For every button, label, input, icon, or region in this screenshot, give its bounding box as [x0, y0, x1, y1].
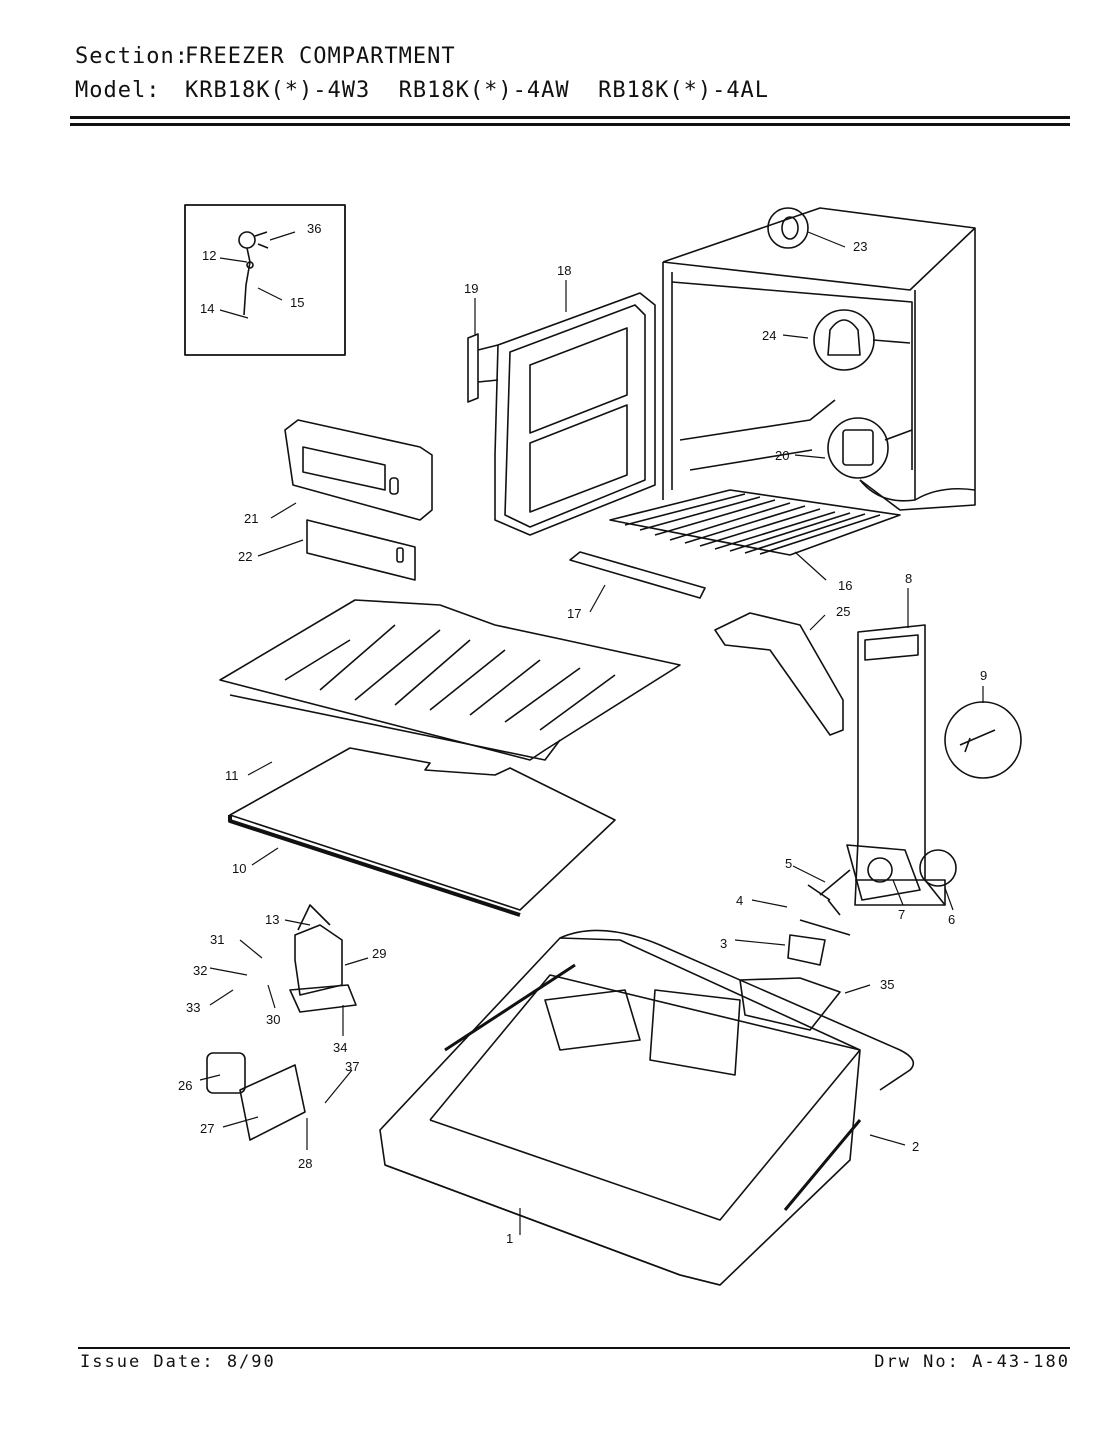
section-label: Section: [75, 44, 189, 69]
callout-9: 9 [980, 668, 987, 683]
fan-assembly [787, 844, 957, 966]
callout-30: 30 [266, 1012, 280, 1027]
callout-13: 13 [265, 912, 279, 927]
callout-8: 8 [905, 571, 912, 586]
freezer-cabinet [662, 207, 976, 511]
callout-34: 34 [333, 1040, 347, 1055]
callout-27: 27 [200, 1121, 214, 1136]
model-line: Model: KRB18K(*)-4W3 RB18K(*)-4AW RB18K(*… [75, 74, 769, 108]
callout-23: 23 [853, 239, 867, 254]
panel-lens [306, 519, 416, 581]
callout-29: 29 [372, 946, 386, 961]
callout-1: 1 [506, 1231, 513, 1246]
shelf-front-rail [569, 551, 706, 599]
callout-11: 11 [225, 768, 239, 783]
callout-31: 31 [210, 932, 224, 947]
model-numbers: KRB18K(*)-4W3 RB18K(*)-4AW RB18K(*)-4AL [185, 78, 770, 103]
callout-35: 35 [880, 977, 894, 992]
callout-22: 22 [238, 549, 252, 564]
section-title: FREEZER COMPARTMENT [185, 44, 456, 69]
section-line: Section:FREEZER COMPARTMENT [75, 40, 769, 74]
callout-18: 18 [557, 263, 571, 278]
leader-lines [199, 231, 984, 1235]
callout-21: 21 [244, 511, 258, 526]
callout-15: 15 [290, 295, 304, 310]
footer: Issue Date: 8/90 Drw No: A-43-180 [80, 1352, 1070, 1372]
callout-37: 37 [345, 1059, 359, 1074]
callout-26: 26 [178, 1078, 192, 1093]
screw-detail [944, 701, 1022, 779]
callout-17: 17 [567, 606, 581, 621]
callout-36: 36 [307, 221, 321, 236]
callout-labels: 36 12 15 14 19 18 23 24 20 21 22 16 17 2… [178, 221, 987, 1246]
callout-5: 5 [785, 856, 792, 871]
callout-7: 7 [898, 907, 905, 922]
control-panel [284, 419, 433, 521]
light-bulb-detail [813, 309, 911, 371]
defrost-timer [206, 1052, 306, 1141]
freezer-base [379, 929, 915, 1286]
callout-33: 33 [186, 1000, 200, 1015]
thermostat-detail [827, 417, 913, 479]
callout-28: 28 [298, 1156, 312, 1171]
evaporator-cover [219, 599, 681, 761]
door-hinge [467, 333, 499, 403]
callout-16: 16 [838, 578, 852, 593]
air-duct [714, 612, 844, 736]
drawing-number: Drw No: A-43-180 [874, 1352, 1070, 1372]
light-socket [767, 207, 809, 249]
footer-rule [78, 1347, 1070, 1349]
callout-32: 32 [193, 963, 207, 978]
header-rule-top [70, 116, 1070, 119]
issue-date: Issue Date: 8/90 [80, 1352, 276, 1372]
callout-25: 25 [836, 604, 850, 619]
header-rule-bottom [70, 123, 1070, 126]
callout-6: 6 [948, 912, 955, 927]
callout-24: 24 [762, 328, 776, 343]
inset-bulb-assembly [184, 204, 346, 356]
wire-shelf [609, 489, 901, 556]
callout-12: 12 [202, 248, 216, 263]
insulation-pad [228, 747, 616, 917]
callout-20: 20 [775, 448, 789, 463]
callout-19: 19 [464, 281, 478, 296]
model-label: Model: [75, 78, 161, 103]
door-liner [494, 292, 656, 536]
header: Section:FREEZER COMPARTMENT Model: KRB18K… [75, 40, 769, 108]
evaporator-panel [854, 624, 946, 906]
callout-10: 10 [232, 861, 246, 876]
callout-2: 2 [912, 1139, 919, 1154]
callout-14: 14 [200, 301, 214, 316]
callout-4: 4 [736, 893, 743, 908]
light-switch [289, 904, 357, 1013]
callout-3: 3 [720, 936, 727, 951]
